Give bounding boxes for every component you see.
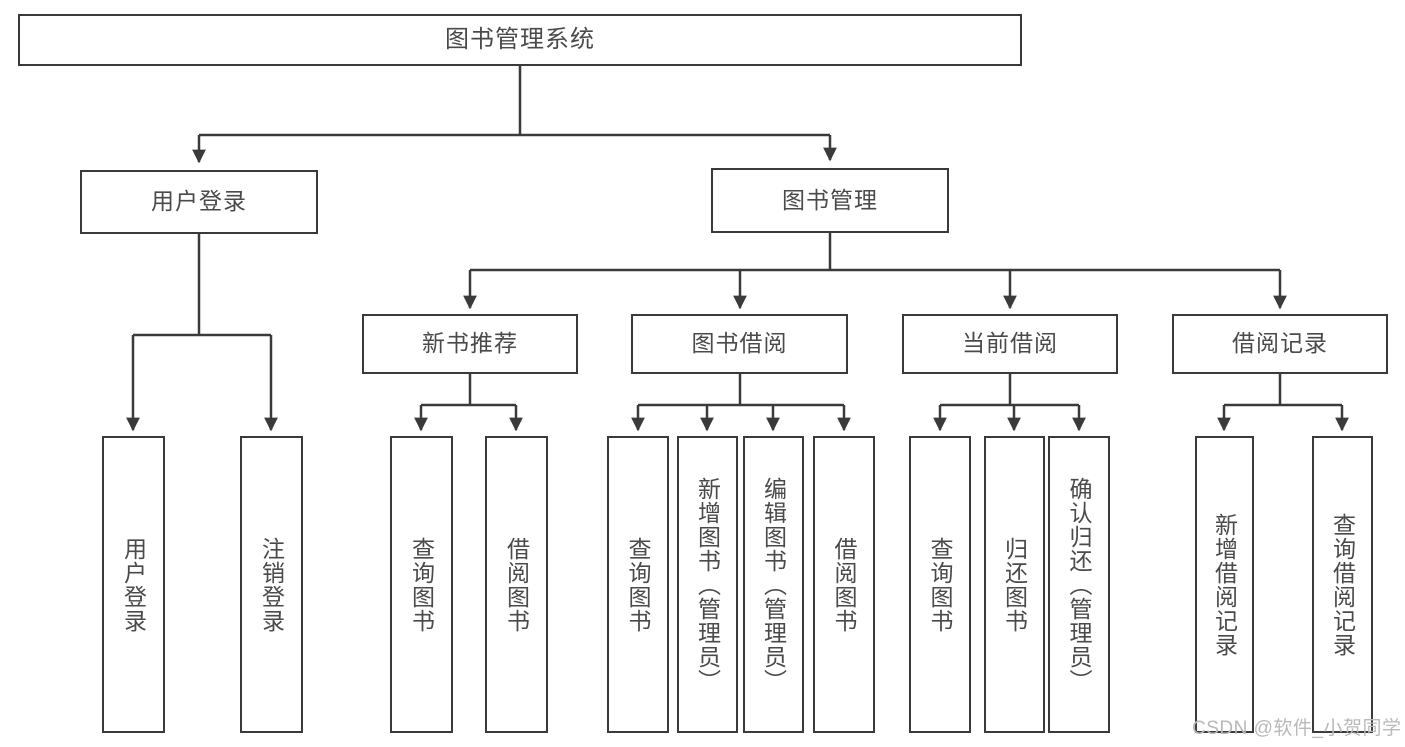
node-label: 查询图书 (927, 536, 954, 633)
leaf-book-borrow-borrow[interactable]: 借阅图书 (813, 436, 875, 733)
node-label: 查询图书 (408, 536, 435, 633)
node-label: 归还图书 (1001, 536, 1028, 633)
node-label: 图书管理 (782, 186, 878, 213)
node-borrow-record[interactable]: 借阅记录 (1172, 314, 1388, 374)
node-label: 注销登录 (258, 536, 285, 633)
leaf-borrow-record-query[interactable]: 查询借阅记录 (1312, 436, 1373, 733)
leaf-book-borrow-add[interactable]: 新增图书（管理员） (677, 436, 738, 733)
node-root-system[interactable]: 图书管理系统 (18, 14, 1022, 66)
node-label: 查询借阅记录 (1329, 512, 1356, 657)
leaf-current-borrow-confirm-return[interactable]: 确认归还（管理员） (1048, 436, 1110, 733)
leaf-current-borrow-return[interactable]: 归还图书 (984, 436, 1045, 733)
watermark-text: CSDN @软件_小贺同学 (1192, 718, 1402, 739)
node-label: 新增图书（管理员） (694, 476, 721, 693)
node-new-book-recommend[interactable]: 新书推荐 (362, 314, 578, 374)
node-label: 用户登录 (120, 536, 147, 633)
node-label: 查询图书 (625, 536, 652, 633)
node-label: 图书借阅 (691, 330, 788, 357)
leaf-book-borrow-edit[interactable]: 编辑图书（管理员） (743, 436, 804, 733)
leaf-user-login-login[interactable]: 用户登录 (102, 436, 165, 733)
node-label: 借阅图书 (503, 536, 530, 633)
node-label: 借阅图书 (831, 536, 858, 633)
leaf-user-login-logout[interactable]: 注销登录 (240, 436, 303, 733)
node-label: 借阅记录 (1232, 330, 1328, 357)
leaf-borrow-record-add[interactable]: 新增借阅记录 (1195, 436, 1254, 733)
leaf-book-borrow-query[interactable]: 查询图书 (607, 436, 669, 733)
node-label: 用户登录 (151, 188, 247, 215)
node-book-borrow[interactable]: 图书借阅 (631, 314, 848, 374)
node-label: 确认归还（管理员） (1066, 476, 1093, 693)
node-label: 新书推荐 (422, 330, 518, 357)
leaf-new-book-query[interactable]: 查询图书 (390, 436, 453, 733)
leaf-current-borrow-query[interactable]: 查询图书 (909, 436, 971, 733)
node-book-management[interactable]: 图书管理 (711, 168, 949, 233)
node-label: 图书管理系统 (445, 25, 595, 53)
node-label: 当前借阅 (962, 330, 1058, 357)
node-user-login[interactable]: 用户登录 (80, 170, 318, 234)
leaf-new-book-borrow[interactable]: 借阅图书 (485, 436, 548, 733)
node-label: 新增借阅记录 (1211, 512, 1238, 657)
node-label: 编辑图书（管理员） (760, 476, 787, 693)
node-current-borrow[interactable]: 当前借阅 (902, 314, 1118, 374)
